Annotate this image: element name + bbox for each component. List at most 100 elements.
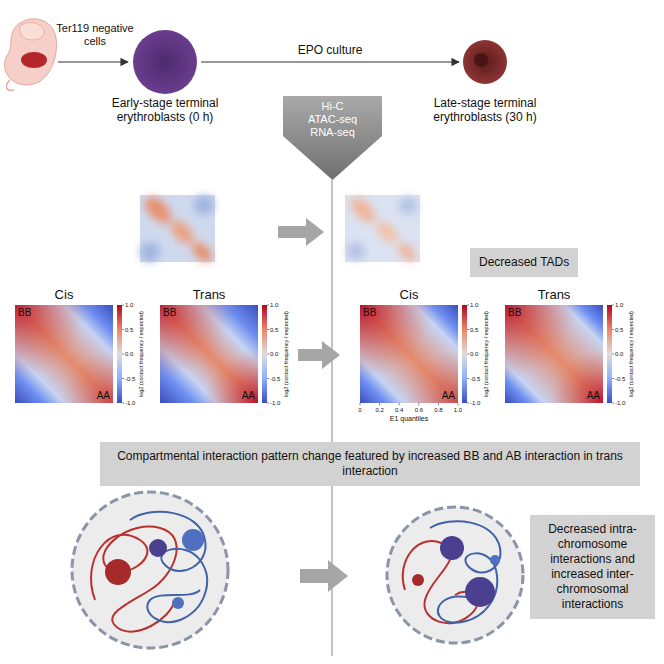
axis-tick-label: 0.6 bbox=[411, 406, 427, 414]
colorbar-title: log2 (contact frequency / expected) bbox=[482, 299, 490, 409]
compartment-label: BB bbox=[508, 307, 521, 318]
axis-tick-label: 0.0 bbox=[270, 350, 278, 358]
node-text: Compartmental interaction pattern change… bbox=[109, 449, 631, 479]
axis-tick-label: 1.0 bbox=[270, 301, 278, 309]
colorbar-tick bbox=[612, 378, 614, 379]
isolation-arrow bbox=[58, 61, 128, 62]
colorbar-tick bbox=[267, 305, 269, 306]
compartment-label: BB bbox=[18, 307, 31, 318]
colorbar-tick bbox=[122, 329, 124, 330]
colorbar-tick bbox=[267, 403, 269, 404]
axis-tick-label: 0.4 bbox=[391, 406, 407, 414]
result-box: Decreased intra-chromosome interactions … bbox=[530, 515, 655, 619]
axis-tick-label: 1.0 bbox=[125, 301, 133, 309]
compartment-label: AA bbox=[97, 390, 110, 401]
axis-tick bbox=[438, 403, 439, 406]
axis-tick-label: 0.8 bbox=[430, 406, 446, 414]
axis-tick-label: -0.5 bbox=[270, 375, 280, 383]
axis-tick bbox=[379, 403, 380, 406]
colorbar-tick bbox=[612, 354, 614, 355]
compartment-label: BB bbox=[363, 307, 376, 318]
node-text: Decreased TADs bbox=[479, 255, 569, 270]
panel-heading: Trans bbox=[160, 287, 258, 302]
axis-tick-label: 0.5 bbox=[615, 326, 623, 334]
saddle-heatmap: TransBB AA bbox=[505, 287, 603, 403]
node-text: ATAC-seq bbox=[283, 113, 382, 126]
colorbar-tick bbox=[122, 305, 124, 306]
panel-heading: Trans bbox=[505, 287, 603, 302]
heatmap-image bbox=[15, 305, 113, 403]
colorbar-tick bbox=[467, 403, 469, 404]
colorbar-tick bbox=[467, 329, 469, 330]
cell-node: Early-stage terminal erythroblasts (0 h) bbox=[100, 28, 230, 124]
axis-tick-label: 0.5 bbox=[470, 326, 478, 334]
axis-tick bbox=[418, 403, 419, 406]
step-label: Ter119 negative cells bbox=[52, 22, 138, 48]
process-arrow bbox=[201, 61, 459, 62]
axis-tick-label: -0.5 bbox=[470, 375, 480, 383]
axis-tick-label: 0.5 bbox=[270, 326, 278, 334]
panel-heading: Cis bbox=[15, 287, 113, 302]
axis-tick bbox=[458, 403, 459, 406]
summary-band: Compartmental interaction pattern change… bbox=[100, 442, 640, 486]
axis-tick-label: 0.0 bbox=[615, 350, 623, 358]
colorbar bbox=[607, 305, 612, 403]
compartment-label: AA bbox=[242, 390, 255, 401]
method-arrow: Hi-CATAC-seqRNA-seq bbox=[283, 96, 382, 180]
colorbar-tick bbox=[122, 354, 124, 355]
saddle-heatmap: CisBB AA bbox=[360, 287, 458, 403]
tad-map bbox=[345, 194, 420, 264]
transition-arrow bbox=[298, 341, 340, 369]
axis-tick-label: 1.0 bbox=[450, 406, 466, 414]
nucleus-early bbox=[72, 492, 228, 648]
cell-nucleus bbox=[474, 53, 488, 67]
colorbar-tick bbox=[612, 329, 614, 330]
colorbar bbox=[462, 305, 467, 403]
node-text: Early-stage terminal erythroblasts (0 h) bbox=[100, 96, 230, 124]
colorbar-title: log2 (contact frequency / expected) bbox=[282, 299, 290, 409]
axis-tick bbox=[360, 403, 361, 406]
axis-tick-label: -1.0 bbox=[615, 399, 625, 407]
transition-arrow bbox=[278, 218, 324, 246]
saddle-heatmap: CisBB AA bbox=[15, 287, 113, 403]
embryo-illustration bbox=[5, 19, 57, 91]
axis-tick-label: -0.5 bbox=[125, 375, 135, 383]
axis-tick bbox=[399, 403, 400, 406]
heatmap-image bbox=[160, 305, 258, 403]
edge-label: EPO culture bbox=[295, 43, 366, 57]
colorbar-tick bbox=[122, 403, 124, 404]
colorbar-tick bbox=[467, 378, 469, 379]
cell-circle bbox=[463, 40, 507, 84]
axis-tick-label: 1.0 bbox=[615, 301, 623, 309]
nucleus-late bbox=[387, 507, 523, 643]
colorbar-tick bbox=[467, 305, 469, 306]
cell-node: Late-stage terminal erythroblasts (30 h) bbox=[420, 28, 550, 124]
heatmap-image bbox=[360, 305, 458, 403]
transition-arrow bbox=[300, 560, 348, 592]
axis-tick-label: 0.5 bbox=[125, 326, 133, 334]
axis-tick-label: E1 quantiles bbox=[359, 414, 459, 423]
axis-tick-label: -1.0 bbox=[470, 399, 480, 407]
axis-tick-label: -1.0 bbox=[125, 399, 135, 407]
compartment-label: AA bbox=[442, 390, 455, 401]
saddle-heatmap: TransBBAA bbox=[160, 287, 258, 403]
result-box: Decreased TADs bbox=[470, 248, 578, 277]
axis-tick-label: 1.0 bbox=[470, 301, 478, 309]
colorbar-tick bbox=[267, 329, 269, 330]
colorbars bbox=[117, 305, 614, 406]
colorbar-tick bbox=[612, 305, 614, 306]
colorbar bbox=[262, 305, 267, 403]
colorbar-tick bbox=[267, 354, 269, 355]
panel-heading: Cis bbox=[360, 287, 458, 302]
cell-circle bbox=[133, 30, 197, 94]
colorbar bbox=[117, 305, 122, 403]
heatmap-image bbox=[505, 305, 603, 403]
tad-map bbox=[140, 192, 215, 265]
axis-tick-label: -1.0 bbox=[270, 399, 280, 407]
axis-tick-label: 0.2 bbox=[372, 406, 388, 414]
cell-shape bbox=[100, 28, 230, 96]
axis-tick-label: 0 bbox=[352, 406, 368, 414]
colorbar-tick bbox=[267, 378, 269, 379]
compartment-label: AA bbox=[587, 390, 600, 401]
